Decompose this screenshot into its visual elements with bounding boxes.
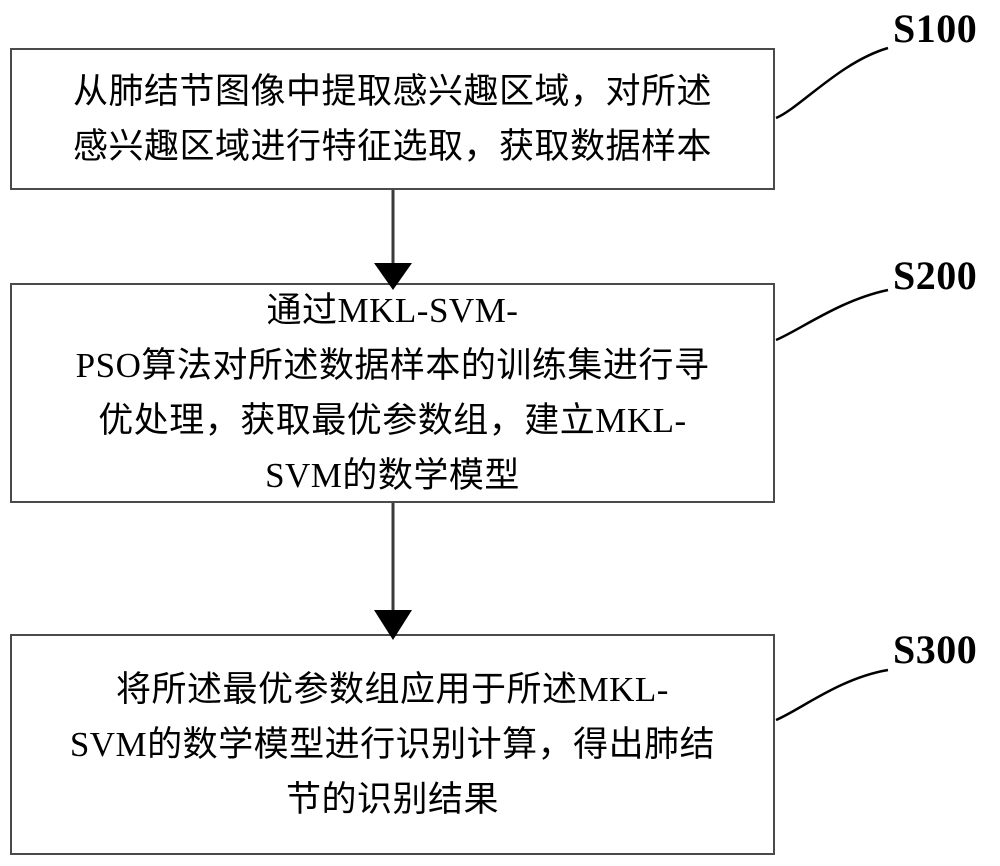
process-box-s200: 通过MKL-SVM- PSO算法对所述数据样本的训练集进行寻 优处理，获取最优参… [10, 283, 775, 503]
curved-leader-line-s100 [775, 46, 889, 120]
process-box-s300-text: 将所述最优参数组应用于所述MKL- SVM的数学模型进行识别计算，得出肺结 节的… [69, 670, 716, 819]
down-arrow-icon-s200-s300 [374, 503, 412, 640]
process-box-s200-text: 通过MKL-SVM- PSO算法对所述数据样本的训练集进行寻 优处理，获取最优参… [75, 291, 710, 495]
step-label-s100: S100 [893, 6, 978, 51]
down-arrow-icon-s100-s200 [374, 190, 412, 290]
process-box-s300: 将所述最优参数组应用于所述MKL- SVM的数学模型进行识别计算，得出肺结 节的… [10, 634, 775, 855]
process-box-s100: 从肺结节图像中提取感兴趣区域，对所述 感兴趣区域进行特征选取，获取数据样本 [10, 48, 775, 190]
process-box-s100-text: 从肺结节图像中提取感兴趣区域，对所述 感兴趣区域进行特征选取，获取数据样本 [72, 72, 712, 166]
step-label-s200: S200 [893, 253, 978, 298]
curved-leader-line-s200 [775, 288, 889, 342]
step-label-s300: S300 [893, 627, 978, 672]
curved-leader-line-s300 [775, 668, 889, 722]
